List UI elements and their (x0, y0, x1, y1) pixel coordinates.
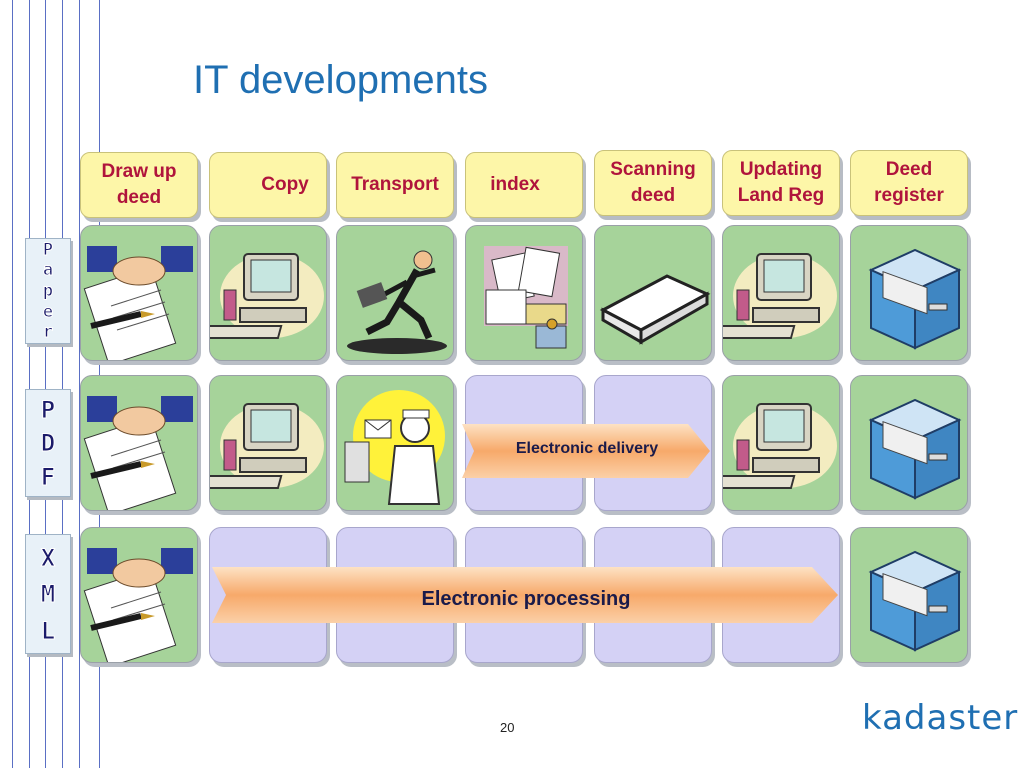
computer-icon (723, 403, 837, 489)
papers-index-icon (484, 246, 568, 349)
arrow-shape (462, 424, 710, 478)
decor-line (29, 0, 30, 768)
column-header-scanning-deed: Scanning deed (594, 150, 712, 216)
cell-paper-scanning-deed (594, 225, 712, 361)
cell-paper-draw-up-deed (80, 225, 198, 361)
column-header-index: index (465, 152, 583, 218)
handshake-deed-icon (83, 548, 193, 662)
handshake-deed-icon (83, 246, 193, 360)
kadaster-logo: kadaster (862, 698, 1019, 738)
decor-line (62, 0, 63, 768)
column-header-copy: Copy (209, 152, 327, 218)
electronic-processing-label: Electronic processing (421, 588, 631, 610)
electronic-processing-arrow: Electronic processing (212, 563, 840, 627)
arrow-shape (212, 567, 838, 623)
cell-xml-deed-register (850, 527, 968, 663)
row-label-letter: a (42, 260, 54, 281)
email-person-icon (344, 390, 445, 505)
row-label-letter: F (40, 462, 56, 491)
cell-paper-copy (209, 225, 327, 361)
computer-icon (210, 403, 324, 489)
page-title: IT developments (193, 58, 488, 102)
computer-icon (723, 253, 837, 339)
cell-paper-index (465, 225, 583, 361)
decor-line (45, 0, 46, 768)
cell-paper-deed-register (850, 225, 968, 361)
cell-paper-transport (336, 225, 454, 361)
file-cabinet-icon (868, 248, 962, 350)
scanner-icon (599, 274, 711, 345)
column-header-draw-up-deed: Draw up deed (80, 152, 198, 218)
electronic-delivery-label: Electronic delivery (515, 440, 659, 457)
runner-icon (347, 250, 447, 354)
cell-paper-updating-land-reg (722, 225, 840, 361)
cell-pdf-transport (336, 375, 454, 511)
cell-pdf-updating-land-reg (722, 375, 840, 511)
row-label-letter: r (42, 322, 54, 343)
handshake-deed-icon (83, 396, 193, 510)
row-label-letter: L (40, 616, 56, 645)
cell-pdf-deed-register (850, 375, 968, 511)
row-label-letter: D (40, 429, 56, 458)
row-label-letter: X (40, 543, 56, 572)
file-cabinet-icon (868, 398, 962, 500)
decor-line (12, 0, 13, 768)
column-header-transport: Transport (336, 152, 454, 218)
page-number: 20 (500, 720, 515, 735)
cell-xml-draw-up-deed (80, 527, 198, 663)
decor-line (79, 0, 80, 768)
cell-pdf-copy (209, 375, 327, 511)
row-label-letter: P (42, 239, 54, 260)
row-label-letter: M (40, 580, 56, 609)
row-label-pdf: P D F (25, 389, 71, 497)
row-label-letter: P (40, 395, 56, 424)
row-label-letter: e (42, 301, 54, 322)
row-label-letter: p (42, 280, 54, 301)
column-header-updating-land-reg: Updating Land Reg (722, 150, 840, 216)
row-label-xml: X M L (25, 534, 71, 654)
column-header-deed-register: Deed register (850, 150, 968, 216)
cell-pdf-draw-up-deed (80, 375, 198, 511)
row-label-paper: P a p e r (25, 238, 71, 344)
file-cabinet-icon (868, 550, 962, 652)
computer-icon (210, 253, 324, 339)
electronic-delivery-arrow: Electronic delivery (462, 420, 712, 482)
